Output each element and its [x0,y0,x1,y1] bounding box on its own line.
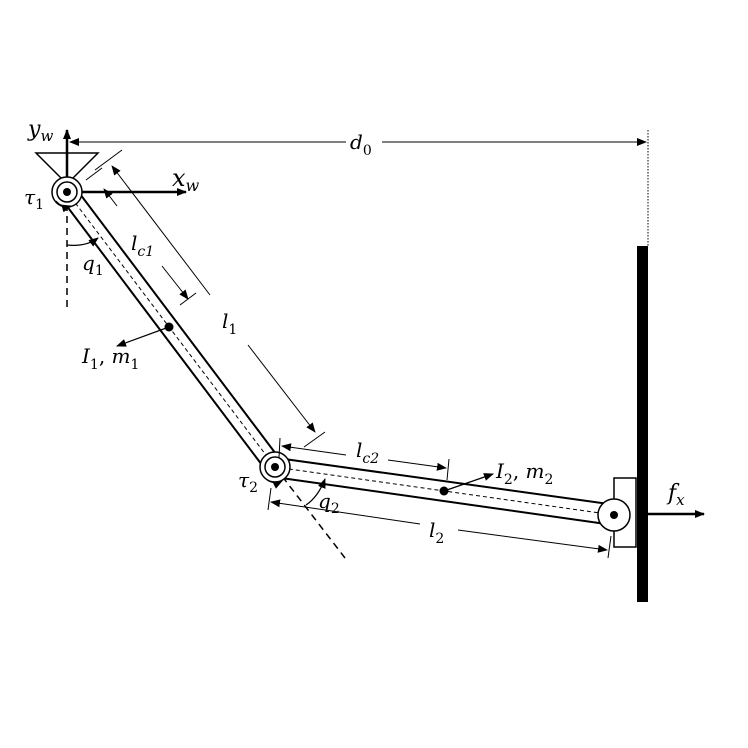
l1-label: l1 [222,309,237,338]
tau2-torque-arrow [264,477,283,489]
wall [637,246,648,602]
xw-label: xw [172,164,200,195]
lc1-label: lc1 [131,231,154,260]
com-1-arrow [116,326,170,347]
d0-label: d0 [350,130,372,159]
q2-label: q2 [318,489,340,517]
end-effector-joint [597,498,631,532]
l1-dimension [94,149,326,448]
l2-label: l2 [429,518,444,547]
lc2-label: lc2 [356,438,379,467]
q1-angle-arc [66,237,99,247]
I1-m1-label: I1, m1 [81,344,139,373]
I2-m2-label: I2, m2 [495,459,553,488]
tau2-label: τ2 [238,468,258,496]
tau1-label: τ1 [24,185,44,213]
lc2-dimension [278,437,450,481]
yw-label: yw [27,117,53,145]
l2-dimension [267,487,612,559]
com-2-arrow [443,473,494,492]
tau1-torque-arrow [55,200,72,213]
lc1-dimension [85,167,197,306]
joint-2 [259,451,291,483]
fx-label: fx [666,481,685,509]
q1-label: q1 [82,251,104,279]
q2-angle-arc [305,478,326,506]
